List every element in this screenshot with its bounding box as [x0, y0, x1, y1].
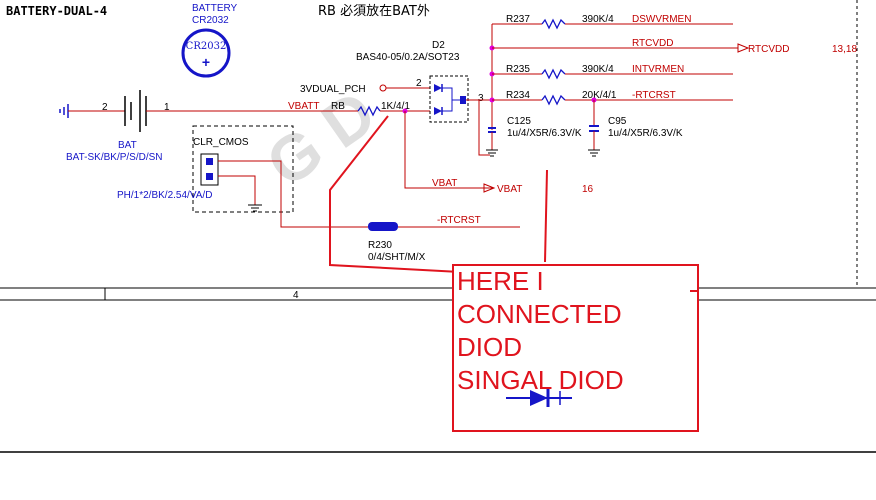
battery-part: CR2032: [192, 15, 229, 26]
battery-icon: [124, 90, 147, 132]
rtcvdd-page-ref: 13,18: [832, 44, 857, 55]
d2-pin2: 2: [416, 78, 422, 89]
battery-badge-icon: CR2032 +: [181, 28, 231, 78]
r230-icon: [368, 222, 398, 231]
annotation-line-2: CONNECTED: [457, 299, 622, 329]
c95-ref: C95: [608, 116, 627, 127]
d2-part: BAS40-05/0.2A/SOT23: [356, 52, 460, 63]
annotation-line-3: DIOD: [457, 332, 522, 362]
ground-icon-left: [59, 104, 69, 118]
clr-cmos-box: [192, 125, 294, 213]
r235-ref: R235: [506, 64, 530, 75]
vdual-label: 3VDUAL_PCH: [300, 84, 366, 95]
bat-pin2: 2: [102, 102, 108, 113]
r235-value: 390K/4: [582, 64, 614, 75]
rb-value: 1K/4/1: [381, 101, 410, 112]
badge-text: CR2032: [186, 41, 227, 52]
r230-value: 0/4/SHT/M/X: [368, 252, 426, 263]
d2-ref: D2: [432, 40, 445, 51]
jumper-icon: [200, 153, 219, 186]
dswvrmen-label: DSWVRMEN: [632, 14, 691, 25]
rtcvdd-port-arrow-icon: [737, 43, 750, 53]
c95-value: 1u/4/X5R/6.3V/K: [608, 128, 683, 139]
badge-plus: +: [202, 54, 210, 70]
vbatt-net-label: VBATT: [288, 101, 319, 112]
rb-resistor-icon: [357, 105, 381, 117]
vbat-port-arrow-icon: [483, 183, 496, 193]
annotation-line-left: [329, 115, 461, 273]
intvrmen-label: INTVRMEN: [632, 64, 684, 75]
vbat-page-ref: 16: [582, 184, 594, 195]
d2-pin3: 3: [478, 93, 484, 104]
r235-resistor-icon: [541, 68, 566, 80]
wire-vbat: [404, 111, 494, 189]
c125-value: 1u/4/X5R/6.3V/K: [507, 128, 582, 139]
annotation-line-1: HERE I: [457, 266, 544, 296]
ground-icon-jumper: [248, 204, 262, 212]
c125-ref: C125: [507, 116, 531, 127]
placement-note: RB 必須放在BAT外: [318, 4, 430, 19]
wire-d2-down: [478, 100, 490, 156]
rtcvdd-port-label: RTCVDD: [748, 44, 789, 55]
rtcrst-right-label: -RTCRST: [632, 90, 676, 101]
annotation-line-4: SINGAL DIOD: [457, 365, 624, 395]
r234-value: 20K/4/1: [582, 90, 617, 101]
r237-value: 390K/4: [582, 14, 614, 25]
rtcvdd-label: RTCVDD: [632, 38, 673, 49]
single-diode-icon: [506, 389, 572, 407]
vbat-port-label: VBAT: [497, 184, 522, 195]
zone-number: 4: [293, 290, 299, 301]
r234-resistor-icon: [541, 94, 566, 106]
vdual-port-icon: [379, 84, 387, 92]
dual-diode-icon: [429, 75, 469, 123]
wire-jumper-gnd: [218, 175, 256, 205]
bat-pin1: 1: [164, 102, 170, 113]
wire-jumper-rtcrst: [218, 160, 368, 228]
r230-rtcrst-label: -RTCRST: [437, 215, 481, 226]
bat-desc: BAT-SK/BK/P/S/D/SN: [66, 152, 163, 163]
rb-label: RB: [331, 101, 345, 112]
ground-icon-c95: [588, 149, 600, 157]
c95-capacitor-icon: [589, 125, 599, 132]
r230-ref: R230: [368, 240, 392, 251]
r237-ref: R237: [506, 14, 530, 25]
battery-label: BATTERY: [192, 3, 238, 14]
vbat-net-label: VBAT: [432, 178, 457, 189]
bat-ref: BAT: [118, 140, 137, 151]
ground-icon-c125: [486, 149, 498, 157]
clr-cmos-ref: CLR_CMOS: [193, 137, 249, 148]
r237-resistor-icon: [541, 18, 566, 30]
annotation-line-right: [544, 169, 548, 263]
page-title: BATTERY-DUAL-4: [6, 4, 107, 18]
annotation-box: [452, 264, 699, 432]
r234-ref: R234: [506, 90, 530, 101]
clr-cmos-desc: PH/1*2/BK/2.54/VA/D: [117, 190, 212, 201]
